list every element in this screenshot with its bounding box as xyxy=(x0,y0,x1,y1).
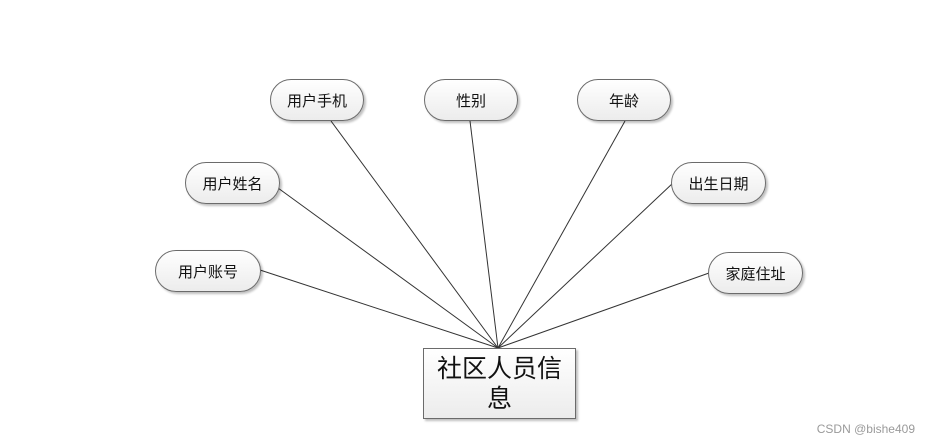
entity-box: 社区人员信息 xyxy=(423,348,576,419)
attribute-phone: 用户手机 xyxy=(270,79,364,121)
connector-line-address xyxy=(497,272,710,349)
connector-line-age xyxy=(497,120,626,349)
connector-line-phone xyxy=(330,120,499,349)
attribute-gender: 性别 xyxy=(424,79,518,121)
attribute-account: 用户账号 xyxy=(155,250,261,292)
attribute-name: 用户姓名 xyxy=(185,162,280,204)
connector-line-name xyxy=(277,187,499,349)
attribute-birthdate: 出生日期 xyxy=(671,162,766,204)
connector-line-birthdate xyxy=(497,182,674,349)
attribute-address: 家庭住址 xyxy=(708,252,803,294)
watermark: CSDN @bishe409 xyxy=(816,422,915,436)
attribute-age: 年龄 xyxy=(577,79,671,121)
connector-line-account xyxy=(259,269,499,349)
connector-line-gender xyxy=(469,120,499,349)
entity-label: 社区人员信息 xyxy=(436,353,562,413)
